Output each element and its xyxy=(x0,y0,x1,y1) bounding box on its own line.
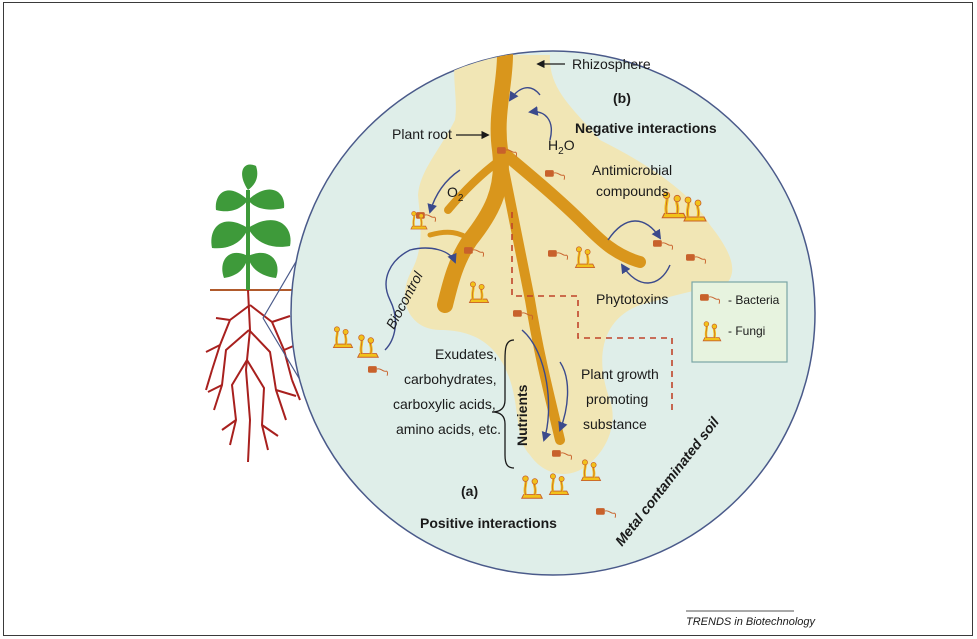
label-antimicrobial-1: Antimicrobial xyxy=(592,162,672,178)
label-source: TRENDS in Biotechnology xyxy=(686,616,817,628)
leaf-shape xyxy=(216,190,248,211)
label-exudates-2: carbohydrates, xyxy=(404,371,497,387)
source-credit: TRENDS in Biotechnology xyxy=(686,611,817,628)
label-phytotoxins: Phytotoxins xyxy=(596,291,668,307)
legend: - Bacteria - Fungi xyxy=(692,282,787,362)
label-positive-interactions: Positive interactions xyxy=(420,515,557,531)
label-plant-root: Plant root xyxy=(392,126,452,142)
label-exudates-1: Exudates, xyxy=(435,346,497,362)
legend-bacteria-label: - Bacteria xyxy=(728,293,780,307)
label-exudates-3: carboxylic acids, xyxy=(393,396,496,412)
label-rhizosphere: Rhizosphere xyxy=(572,56,651,72)
legend-fungi-label: - Fungi xyxy=(728,324,765,338)
label-panel-a: (a) xyxy=(461,483,478,499)
label-nutrients: Nutrients xyxy=(514,384,530,446)
label-pgps-3: substance xyxy=(583,416,647,432)
label-pgps-2: promoting xyxy=(586,391,648,407)
label-pgps-1: Plant growth xyxy=(581,366,659,382)
label-antimicrobial-2: compounds xyxy=(596,183,668,199)
label-negative-interactions: Negative interactions xyxy=(575,120,717,136)
plant-root-system xyxy=(206,290,300,462)
label-panel-b: (b) xyxy=(613,90,631,106)
label-exudates-4: amino acids, etc. xyxy=(396,421,501,437)
